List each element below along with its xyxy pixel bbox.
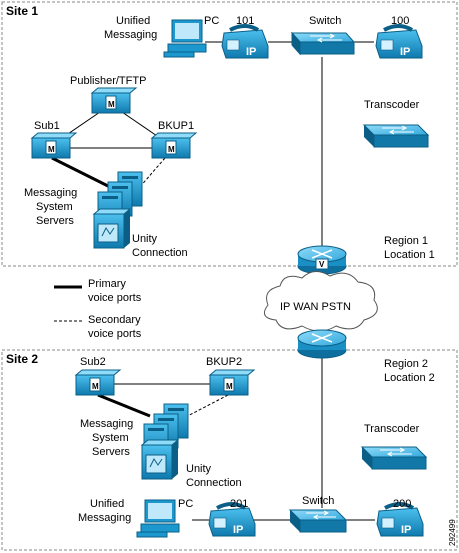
sub2-m-label: M bbox=[92, 382, 99, 391]
site2-transcoder-label: Transcoder bbox=[364, 423, 420, 435]
publisher-server-icon bbox=[90, 87, 138, 114]
sub1-m-label: M bbox=[48, 145, 55, 154]
site1-publisher-label: Publisher/TFTP bbox=[70, 75, 146, 87]
legend-primary-line1: Primary bbox=[88, 278, 126, 290]
site2-bkup-label: BKUP2 bbox=[206, 356, 242, 368]
wan-cloud-label: IP WAN PSTN bbox=[280, 301, 351, 313]
site1-unity-line2: Connection bbox=[132, 247, 188, 259]
site1-region-line2: Location 1 bbox=[384, 249, 435, 261]
ip-phone-100-icon bbox=[375, 24, 423, 59]
site2-unity-line2: Connection bbox=[186, 477, 242, 489]
unity-connection-icon bbox=[92, 208, 132, 249]
ip-label-201: IP bbox=[233, 524, 243, 536]
bkup1-m-label: M bbox=[168, 145, 175, 154]
switch-icon bbox=[290, 31, 356, 56]
site2-um-line2: Messaging bbox=[78, 512, 131, 524]
site2-pc-label: PC bbox=[178, 498, 193, 510]
site2-title: Site 2 bbox=[6, 352, 38, 366]
link-pub-bkup1 bbox=[121, 111, 161, 139]
ip-phone-200-icon bbox=[376, 502, 424, 537]
site1-title: Site 1 bbox=[6, 4, 38, 18]
site1-ms-line2: System bbox=[36, 201, 73, 213]
site2-box bbox=[1, 349, 458, 551]
site1-um-line2: Messaging bbox=[104, 29, 157, 41]
router-icon bbox=[297, 329, 347, 359]
transcoder-icon bbox=[362, 124, 430, 148]
ip-label-200: IP bbox=[401, 524, 411, 536]
site1-pc-label: PC bbox=[204, 15, 219, 27]
voice-router-icon bbox=[297, 245, 347, 275]
site2-switch-label: Switch bbox=[302, 495, 334, 507]
site1-phone1-label: 101 bbox=[236, 15, 254, 27]
sub2-server-icon bbox=[74, 369, 122, 396]
site1-switch-label: Switch bbox=[309, 15, 341, 27]
bkup1-server-icon bbox=[150, 132, 198, 159]
site1-unity-line1: Unity bbox=[132, 233, 158, 245]
site1-phone2-label: 100 bbox=[391, 15, 409, 27]
sub1-server-icon bbox=[30, 132, 78, 159]
ip-label-101: IP bbox=[246, 46, 256, 58]
pc-site2-icon bbox=[136, 499, 180, 538]
legend-secondary-line1: Secondary bbox=[88, 314, 141, 326]
site2-ms-line2: System bbox=[92, 432, 129, 444]
wan-cloud-icon bbox=[263, 271, 378, 332]
bkup2-m-label: M bbox=[226, 382, 233, 391]
primary-voice-port-site2 bbox=[97, 393, 151, 418]
site2-phone1-label: 201 bbox=[230, 498, 248, 510]
switch-site2-icon bbox=[288, 509, 348, 533]
site2-ms-line3: Servers bbox=[92, 446, 130, 458]
figure-id: 292499 bbox=[448, 519, 457, 546]
site1-sub-label: Sub1 bbox=[34, 120, 60, 132]
site2-um-line1: Unified bbox=[90, 498, 124, 510]
router-v-label: V bbox=[319, 260, 325, 269]
transcoder-site2-icon bbox=[360, 446, 428, 470]
site2-sub-label: Sub2 bbox=[80, 356, 106, 368]
site1-ms-line3: Servers bbox=[36, 215, 74, 227]
site2-ms-line1: Messaging bbox=[80, 418, 133, 430]
site2-phone2-label: 200 bbox=[393, 498, 411, 510]
site2-unity-line1: Unity bbox=[186, 463, 212, 475]
site1-transcoder-label: Transcoder bbox=[364, 99, 420, 111]
pc-icon bbox=[163, 19, 207, 58]
site2-region-line2: Location 2 bbox=[384, 372, 435, 384]
site2-region-line1: Region 2 bbox=[384, 358, 428, 370]
site1-box bbox=[1, 1, 458, 267]
pub-m-label: M bbox=[108, 100, 115, 109]
ip-phone-201-icon bbox=[208, 502, 256, 537]
site1-region-line1: Region 1 bbox=[384, 235, 428, 247]
legend-secondary-line2: voice ports bbox=[88, 328, 142, 340]
site1-ms-line1: Messaging bbox=[24, 187, 77, 199]
site1-bkup-label: BKUP1 bbox=[158, 120, 194, 132]
ip-phone-101-icon bbox=[221, 24, 269, 59]
legend-primary-line2: voice ports bbox=[88, 292, 142, 304]
site1-um-line1: Unified bbox=[116, 15, 150, 27]
unity-connection-site2-icon bbox=[140, 439, 180, 480]
bkup2-server-icon bbox=[208, 369, 256, 396]
ip-label-100: IP bbox=[400, 46, 410, 58]
primary-voice-port-site1 bbox=[51, 156, 109, 188]
